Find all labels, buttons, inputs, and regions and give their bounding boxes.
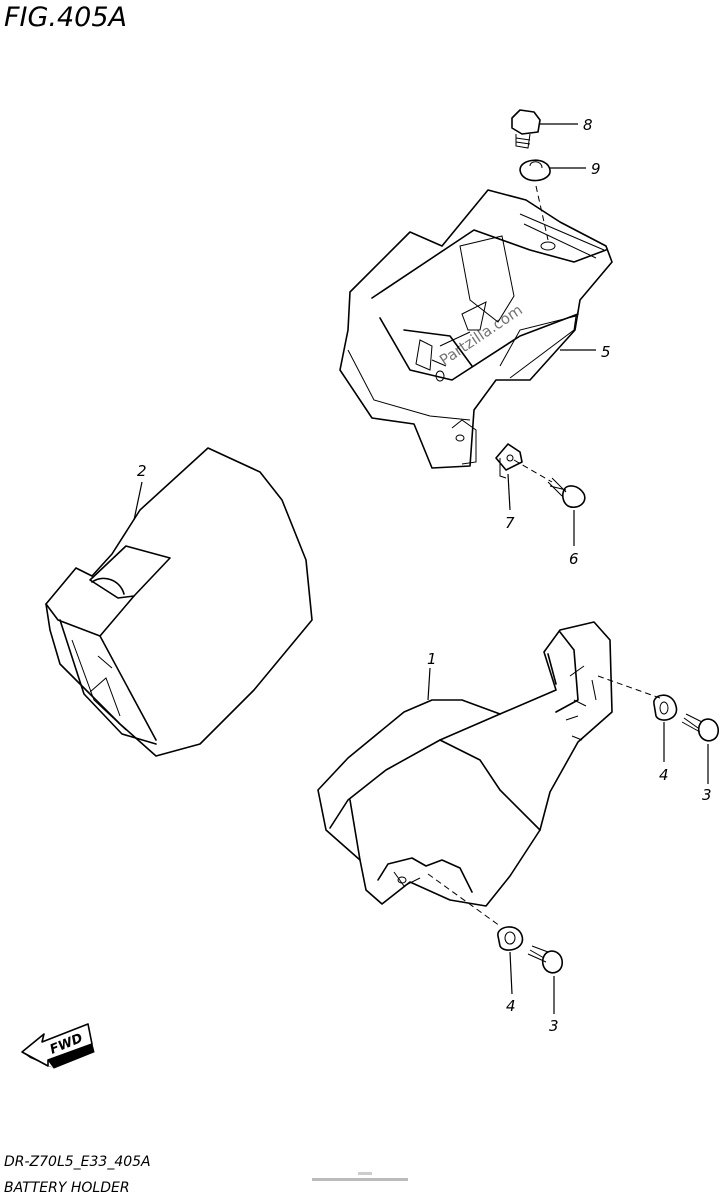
callout-5: 5 bbox=[601, 343, 611, 361]
part-4-washer-upper bbox=[653, 694, 678, 721]
watermark-text: Partzilla.com bbox=[436, 301, 526, 370]
leader-lines bbox=[133, 123, 709, 1014]
footer-fineprint bbox=[312, 1172, 408, 1181]
part-3-bolt-upper bbox=[681, 713, 719, 742]
callout-7: 7 bbox=[505, 514, 515, 532]
assembly-line-1-4a bbox=[597, 675, 661, 699]
part-2-cover bbox=[45, 447, 313, 757]
part-3-bolt-lower bbox=[527, 945, 563, 974]
callout-9: 9 bbox=[591, 160, 601, 178]
part-7-bracket bbox=[495, 443, 523, 479]
figure-title: FIG.405A bbox=[4, 2, 127, 33]
callout-4-upper: 4 bbox=[659, 766, 669, 784]
callout-3-upper: 3 bbox=[702, 786, 712, 804]
part-8-bolt bbox=[511, 109, 541, 149]
diagram-name: BATTERY HOLDER bbox=[4, 1180, 130, 1196]
part-5-battery-tray: Partzilla.com bbox=[339, 189, 613, 469]
callout-2: 2 bbox=[137, 462, 147, 480]
assembly-line-7-6 bbox=[513, 459, 553, 483]
part-9-collar bbox=[519, 159, 551, 182]
fwd-arrow-icon: FWD bbox=[21, 1023, 95, 1069]
diagram-code: DR-Z70L5_E33_405A bbox=[4, 1154, 151, 1170]
part-1-cover bbox=[317, 621, 613, 907]
callout-8: 8 bbox=[583, 116, 593, 134]
part-4-washer-lower bbox=[497, 926, 524, 951]
assembly-line-1-4b bbox=[427, 873, 501, 927]
part-6-screw bbox=[547, 477, 586, 509]
callout-4-lower: 4 bbox=[506, 997, 516, 1015]
callout-6: 6 bbox=[569, 550, 579, 568]
callout-1: 1 bbox=[427, 650, 437, 668]
callout-3-lower: 3 bbox=[549, 1017, 559, 1035]
